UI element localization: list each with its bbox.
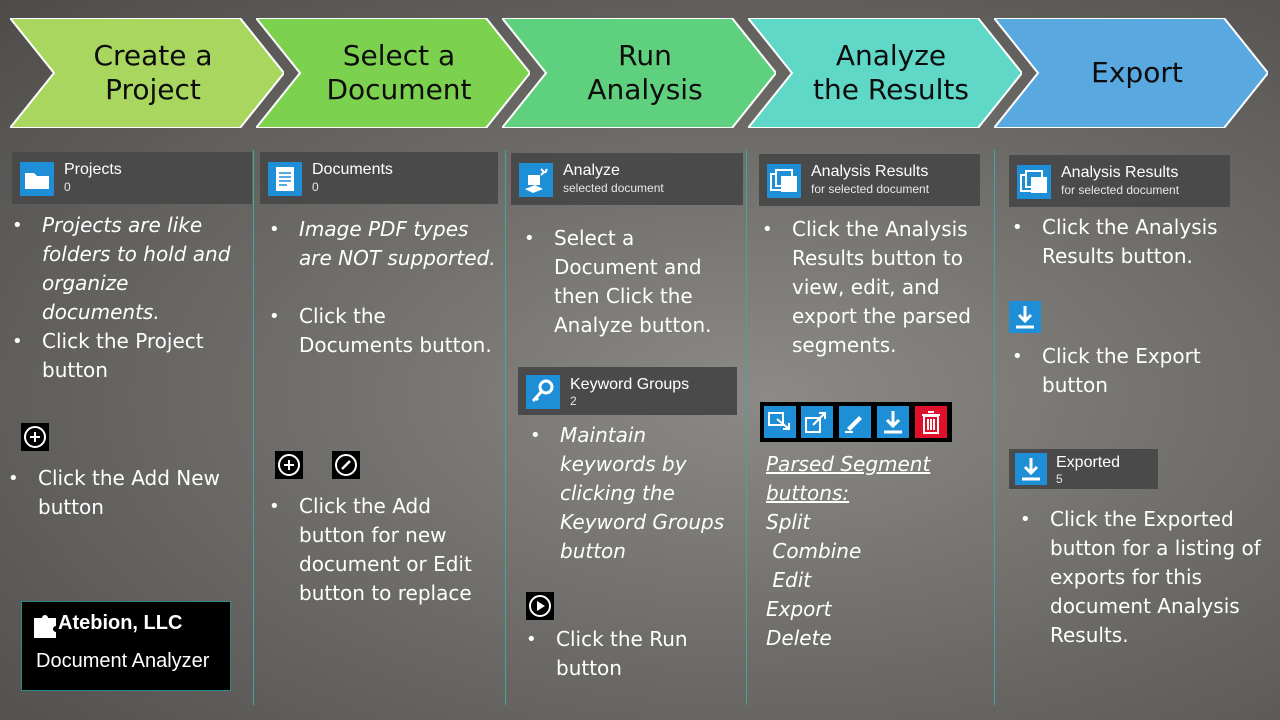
chevron-shape [994,18,1268,128]
keyword-groups-tile[interactable]: Keyword Groups 2 [518,367,737,415]
split-button[interactable] [764,406,796,438]
analyze-tile-subtitle: selected document [563,181,664,195]
col2-bullet-documents-button: •Click the Documents button. [269,304,492,357]
parsed-segment-list: Parsed Segment buttons: Split Combine Ed… [766,450,956,653]
projects-tile-count: 0 [64,180,71,194]
play-circle-icon [529,595,551,617]
seg-item-edit: Edit [766,568,812,592]
step-label: Analyze the Results [813,39,969,106]
seg-item-split: Split [766,510,811,534]
results-icon [1017,165,1051,199]
col5-bullet-exported: •Click the Exported button for a listing… [1020,507,1261,647]
col2-bullet-add-edit: •Click the Add button for new document o… [269,494,472,605]
documents-tile-count: 0 [312,180,319,194]
export-results-tile[interactable]: Analysis Results for selected document [1009,155,1230,207]
exported-title: Exported [1056,454,1121,471]
add-new-button[interactable] [21,423,49,451]
keyword-groups-title: Keyword Groups [570,376,690,393]
col1-bullet-projects-info: •Projects are like folders to hold and o… [12,213,231,324]
col3-bullet-analyze: •Select a Document and then Click the An… [524,226,712,337]
step-create-project: Create a Project [10,18,284,128]
col5-bullet-export: •Click the Export button [1012,344,1201,397]
projects-tile-title: Projects [64,161,122,178]
col1-bullet-project-button: •Click the Project button [12,329,204,382]
combine-icon [805,412,826,433]
document-icon [268,162,302,196]
exported-tile[interactable]: Exported 5 [1009,449,1158,489]
column-divider [505,150,506,705]
delete-segment-button[interactable] [915,406,947,438]
step-label: Create a Project [93,39,213,106]
export-results-title: Analysis Results [1061,164,1179,181]
edit-segment-button[interactable] [839,406,871,438]
edit-pencil-icon [335,454,357,476]
export-button[interactable] [1009,301,1041,333]
chevron-shape [748,18,1022,128]
col3-bullet-run: •Click the Run button [526,627,688,680]
logo-brand: Atebion, LLC [58,612,183,634]
export-results-subtitle: for selected document [1061,183,1180,197]
column-divider [994,150,995,705]
step-select-document: Select a Document [256,18,530,128]
step-label: Export [1091,56,1183,89]
documents-tile[interactable]: Documents 0 [260,152,498,204]
key-icon [526,375,560,409]
edit-document-button[interactable] [332,451,360,479]
analysis-results-title: Analysis Results [811,163,929,180]
col1-bullet-add-new: •Click the Add New button [8,466,220,519]
download-icon [1016,306,1034,329]
exported-count: 5 [1056,472,1063,486]
results-icon [767,164,801,198]
plus-circle-icon [278,454,300,476]
folder-icon [20,162,54,196]
chevron-shape [256,18,530,128]
parsed-segment-toolbar [760,402,952,442]
seg-item-export: Export [766,597,832,621]
step-run-analysis: Run Analysis [502,18,776,128]
logo-subtitle: Document Analyzer [36,650,210,672]
download-icon [884,411,902,434]
add-document-button[interactable] [275,451,303,479]
col2-bullet-pdf-note: •Image PDF types are NOT supported. [269,217,496,270]
analyze-tile[interactable]: Analyze selected document [511,153,743,205]
split-icon [768,412,790,430]
seg-item-delete: Delete [766,626,832,650]
step-analyze-results: Analyze the Results [748,18,1022,128]
chevron-shape [502,18,776,128]
analyze-icon [519,163,553,197]
step-label: Select a Document [326,39,472,106]
download-icon [1015,453,1047,485]
atebion-logo: Atebion, LLC Document Analyzer [21,601,231,691]
col3-bullet-keywords: •Maintain keywords by clicking the Keywo… [530,423,725,563]
analyze-tile-title: Analyze [563,162,620,179]
edit-icon [845,416,862,433]
chevron-shape [10,18,284,128]
projects-tile[interactable]: Projects 0 [12,152,252,204]
analysis-results-tile[interactable]: Analysis Results for selected document [759,154,980,206]
col4-bullet-results: •Click the Analysis Results button to vi… [762,217,971,357]
combine-button[interactable] [801,406,833,438]
puzzle-icon [34,615,56,638]
column-divider [746,150,747,705]
parsed-segment-heading: Parsed Segment buttons: [766,452,931,505]
col5-bullet-results: •Click the Analysis Results button. [1012,215,1218,268]
keyword-groups-count: 2 [570,394,577,408]
run-button[interactable] [526,592,554,620]
step-export: Export [994,18,1268,128]
trash-icon [922,411,940,434]
seg-item-combine: Combine [766,539,862,563]
analysis-results-subtitle: for selected document [811,182,930,196]
column-divider [253,150,254,705]
export-segment-button[interactable] [877,406,909,438]
step-label: Run Analysis [587,39,703,106]
documents-tile-title: Documents [312,161,393,178]
plus-circle-icon [24,426,46,448]
